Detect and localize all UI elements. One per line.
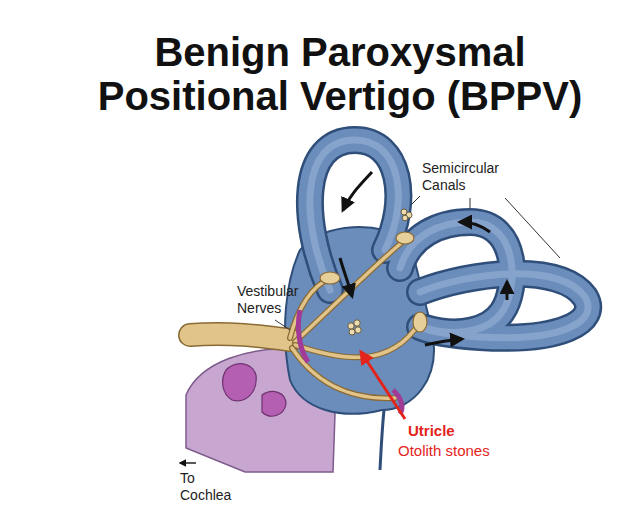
leader-line	[505, 198, 560, 258]
flow-arrow	[340, 258, 352, 296]
vestibular-nerves	[190, 240, 420, 398]
flow-arrow	[460, 222, 490, 232]
otolith	[354, 320, 360, 326]
nerve-branch	[295, 322, 420, 357]
nerve-trunk	[190, 334, 290, 340]
part-label: Semicircular Canals	[422, 160, 522, 194]
otolith	[349, 329, 355, 335]
otolith	[355, 327, 361, 333]
macula	[298, 310, 308, 362]
diagram-title: Benign Paroxysmal Positional Vertigo (BP…	[75, 30, 605, 118]
leader-line	[412, 196, 420, 204]
ganglion-patch	[223, 364, 257, 401]
semicircular-canals	[310, 140, 588, 338]
nerve-branch	[295, 322, 420, 357]
leader-line	[470, 198, 471, 208]
flow-arrow	[506, 282, 509, 300]
ganglion-patch	[262, 392, 286, 417]
superior-canal	[310, 140, 398, 290]
flow-arrow	[425, 339, 462, 345]
flow-arrow	[343, 172, 372, 210]
canal-lumen	[310, 140, 398, 290]
leader-lines	[275, 196, 560, 330]
nerve-branch	[295, 240, 405, 342]
otolith-stones	[348, 209, 412, 335]
part-label: To Cochlea	[180, 470, 240, 504]
ampulla	[413, 312, 427, 332]
otolith	[402, 215, 408, 221]
otolith	[348, 323, 354, 329]
ampulla	[320, 272, 340, 284]
leader-line	[275, 320, 290, 330]
nerve-branch	[292, 348, 395, 398]
endolymphatic-duct	[380, 410, 384, 470]
direction-arrow	[180, 462, 196, 464]
flow-arrows	[340, 172, 507, 345]
part-label: Utricle	[408, 422, 528, 440]
nerve-branch	[292, 348, 395, 398]
ampulla	[396, 232, 414, 244]
part-label: Otolith stones	[398, 442, 538, 460]
canal-lumen	[420, 274, 588, 338]
superior-canal	[310, 140, 398, 290]
nerve-trunk	[190, 334, 290, 340]
nerve-branch	[295, 240, 405, 342]
part-label: Vestibular Nerves	[237, 283, 317, 317]
pointer-arrow	[361, 352, 405, 419]
